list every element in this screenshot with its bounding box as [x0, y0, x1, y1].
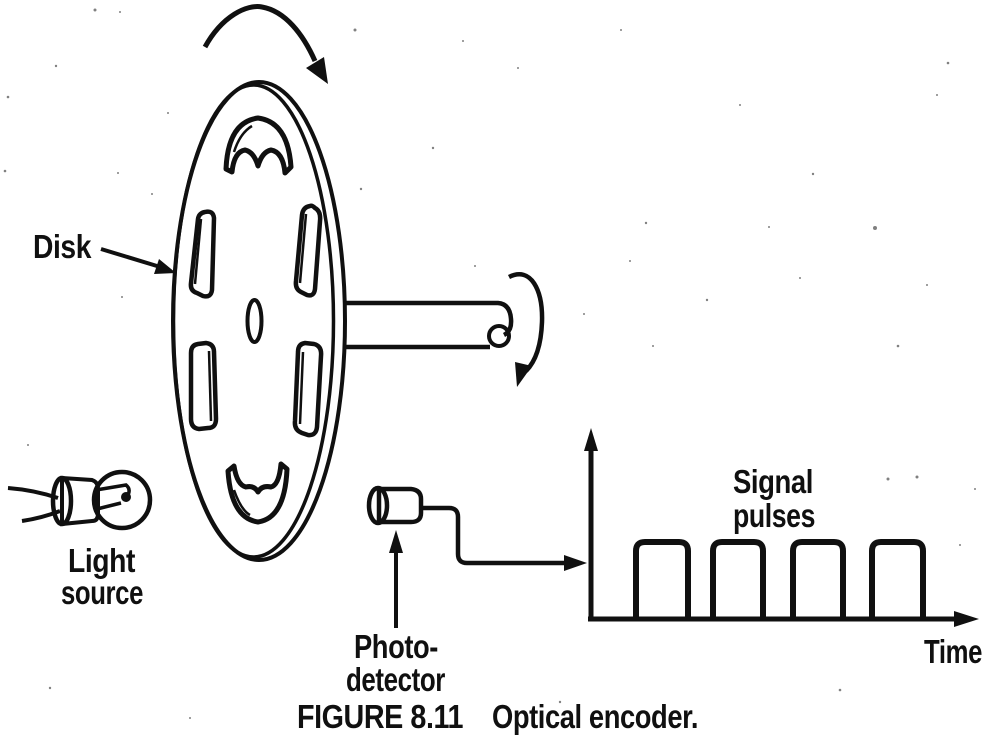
signal-pulse-graph: Signal pulses Time [584, 428, 983, 670]
disk-slot-top [223, 115, 294, 176]
bulb-socket [60, 475, 100, 527]
disk-label: Disk [33, 228, 92, 265]
photodetector-lens-cap [366, 485, 390, 526]
time-axis-label: Time [924, 633, 982, 670]
disk-slot-lower-left [188, 340, 219, 432]
time-axis-arrowhead [954, 611, 979, 627]
disk-label-leader-line [100, 247, 158, 268]
bulb-filament-coil [121, 492, 131, 502]
shaft-end-hub [487, 324, 511, 348]
scan-noise-dots [3, 8, 976, 719]
light-source-label-line2: source [61, 574, 143, 611]
photodetector-body [376, 486, 424, 525]
disk-slot-lower-left-depth-line [207, 350, 213, 422]
disk-center-hole [245, 298, 264, 344]
disk-slot-upper-left [188, 209, 217, 299]
figure-caption: FIGURE 8.11 Optical encoder. [297, 698, 699, 735]
encoder-disk [171, 80, 347, 562]
shaft-rotation-arrow [507, 272, 545, 387]
light-source-label-line1: Light [68, 542, 135, 579]
disk-slot-upper-left-depth-line [193, 218, 203, 285]
disk-slot-bottom [225, 461, 290, 525]
photodetector-label-line1: Photo- [354, 628, 438, 665]
photodetector: Photo- detector [346, 485, 587, 698]
disk-slot-upper-right [293, 203, 323, 298]
figure-caption-title: Optical encoder. [492, 698, 698, 735]
disk-outline [171, 80, 347, 562]
signal-pulse-2 [710, 539, 766, 619]
photodetector-label-arrowhead [389, 530, 403, 553]
light-source: Light source [7, 469, 153, 611]
disk-slot-upper-right-depth-line [298, 213, 308, 284]
photodetector-wire [421, 505, 565, 566]
shaft [344, 300, 514, 350]
disk-slot-lower-right [292, 340, 324, 438]
disk-label-group: Disk [33, 228, 176, 274]
photodetector-label-line2: detector [346, 661, 446, 698]
bulb-socket-cap [50, 475, 74, 527]
signal-input-arrowhead [564, 555, 587, 571]
y-axis-arrowhead [584, 428, 598, 451]
signal-pulse-1 [633, 539, 691, 619]
bulb-globe [91, 469, 153, 531]
signal-pulses-label-line1: Signal [733, 463, 813, 500]
signal-pulse-4 [869, 539, 926, 619]
disk-rotation-arrow [202, 4, 328, 84]
disk-slot-top-depth-line [232, 124, 253, 153]
disk-slot-bottom-depth-line [232, 489, 251, 517]
figure-caption-number: FIGURE 8.11 [297, 698, 463, 735]
signal-pulse-3 [790, 539, 846, 619]
signal-pulses-label-line2: pulses [733, 497, 815, 534]
disk-label-arrowhead [154, 259, 176, 274]
disk-slot-lower-right-depth-line [298, 351, 305, 425]
